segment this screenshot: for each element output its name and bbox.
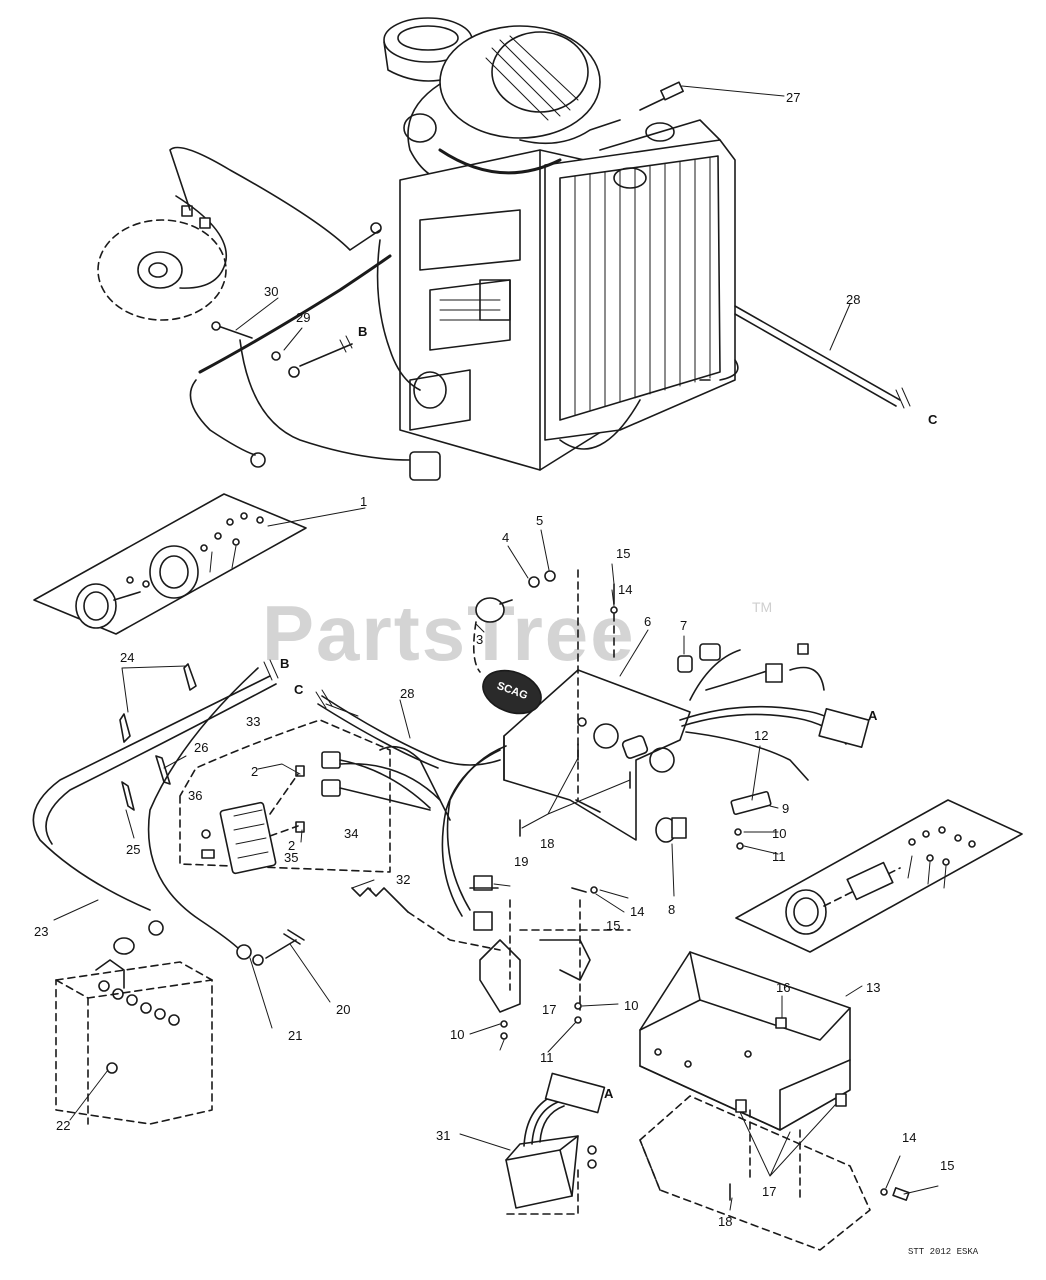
callout-labels: 1 2 2 3 4 5 6 7 8 9 10 10 10 11 11 12 13… xyxy=(34,90,954,1229)
callout-28a: 28 xyxy=(846,292,860,307)
callout-34: 34 xyxy=(344,826,358,841)
kit-box-1 xyxy=(33,493,307,635)
letter-c-right: C xyxy=(928,412,938,427)
wiring-harness xyxy=(379,643,870,931)
callout-16: 16 xyxy=(776,980,790,995)
callout-7: 7 xyxy=(680,618,687,633)
battery-cable xyxy=(32,659,305,966)
callout-15a: 15 xyxy=(616,546,630,561)
solenoid-19 xyxy=(469,875,499,891)
callout-10b: 10 xyxy=(624,998,638,1013)
callout-35: 35 xyxy=(284,850,298,865)
callout-8: 8 xyxy=(668,902,675,917)
callout-18b: 18 xyxy=(718,1214,732,1229)
callout-14c: 14 xyxy=(902,1130,916,1145)
callout-25: 25 xyxy=(126,842,140,857)
callout-5: 5 xyxy=(536,513,543,528)
callout-15b: 15 xyxy=(606,918,620,933)
callout-36: 36 xyxy=(188,788,202,803)
section-letters: B B C C A A xyxy=(280,324,938,1101)
callout-1: 1 xyxy=(360,494,367,509)
letter-a-right: A xyxy=(868,708,878,723)
letter-c-mid: C xyxy=(294,682,304,697)
regulator-31 xyxy=(505,1072,606,1215)
callout-17a: 17 xyxy=(542,1002,556,1017)
callout-14a: 14 xyxy=(618,582,632,597)
cable-28-mid xyxy=(315,689,501,769)
callout-28b: 28 xyxy=(400,686,414,701)
callout-13: 13 xyxy=(866,980,880,995)
kit-box-12 xyxy=(735,799,1023,953)
callout-11a: 11 xyxy=(772,849,786,864)
letter-b-top: B xyxy=(358,324,367,339)
battery-tray xyxy=(639,951,910,1251)
engine-assembly xyxy=(376,17,739,471)
callout-21: 21 xyxy=(288,1028,302,1043)
dash-panel: SCAG xyxy=(472,569,693,841)
battery xyxy=(55,937,213,1125)
letter-a-bottom: A xyxy=(604,1086,614,1101)
callout-32: 32 xyxy=(396,872,410,887)
callout-24: 24 xyxy=(120,650,134,665)
bracket-17-left xyxy=(479,886,631,1040)
callout-9: 9 xyxy=(782,801,789,816)
watermark-trademark: TM xyxy=(752,599,772,615)
callout-33: 33 xyxy=(246,714,260,729)
callout-10c: 10 xyxy=(450,1027,464,1042)
callout-2a: 2 xyxy=(251,764,258,779)
callout-10a: 10 xyxy=(772,826,786,841)
callout-20: 20 xyxy=(336,1002,350,1017)
fuse-block-box xyxy=(179,719,441,875)
callout-26: 26 xyxy=(194,740,208,755)
clips xyxy=(119,663,197,811)
callout-6: 6 xyxy=(644,614,651,629)
callout-14b: 14 xyxy=(630,904,644,919)
callout-11b: 11 xyxy=(540,1050,554,1065)
callout-27: 27 xyxy=(786,90,800,105)
callout-3: 3 xyxy=(476,632,483,647)
callout-31: 31 xyxy=(436,1128,450,1143)
callout-18a: 18 xyxy=(540,836,554,851)
letter-b-mid: B xyxy=(280,656,289,671)
drawing-code: STT 2012 ESKA xyxy=(908,1247,979,1257)
callout-17b: 17 xyxy=(762,1184,776,1199)
callout-2b: 2 xyxy=(288,838,295,853)
spring-32 xyxy=(351,887,501,951)
callout-19: 19 xyxy=(514,854,528,869)
callout-22: 22 xyxy=(56,1118,70,1133)
callout-4: 4 xyxy=(502,530,509,545)
clutch-and-harness xyxy=(97,146,911,481)
callout-29: 29 xyxy=(296,310,310,325)
callout-15c: 15 xyxy=(940,1158,954,1173)
leader-lines xyxy=(53,85,939,1211)
callout-30: 30 xyxy=(264,284,278,299)
callout-23: 23 xyxy=(34,924,48,939)
callout-12: 12 xyxy=(754,728,768,743)
watermark: PartsTree xyxy=(262,589,636,677)
